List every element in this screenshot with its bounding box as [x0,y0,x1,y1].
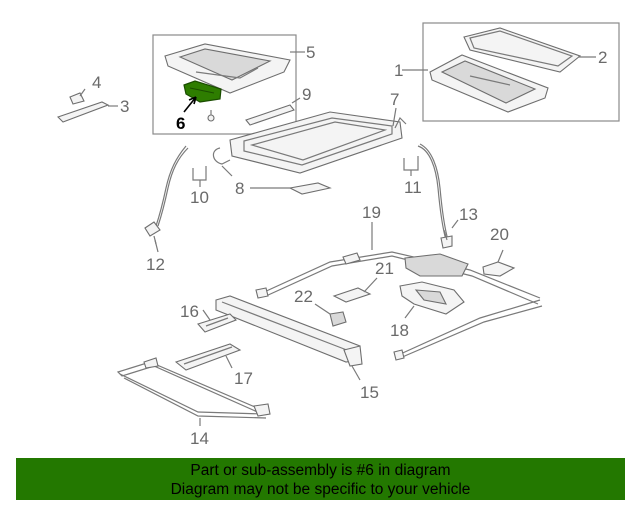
callout-3: 3 [120,97,129,116]
part-bracket-20[interactable] [482,261,516,277]
part-glass-seal[interactable] [463,27,582,73]
handle-leader-arrow [183,96,197,113]
callout-16: 16 [180,302,199,321]
inset-box-1 [422,22,620,122]
callout-10: 10 [190,188,209,207]
part-drain-connector[interactable] [288,182,332,195]
part-drain-left[interactable] [212,147,231,165]
banner-line-2: Diagram may not be specific to your vehi… [170,481,471,498]
part-handle-highlighted[interactable] [183,80,222,103]
callout-13: 13 [459,205,478,224]
part-drain-channel[interactable] [116,357,271,419]
parts-diagram: 1 2 3 4 5 6 7 8 9 10 11 12 13 14 15 16 1… [56,22,620,448]
callout-11: 11 [404,178,422,197]
part-drain-tube-right[interactable] [417,143,453,249]
callout-4: 4 [92,73,101,92]
callout-6: 6 [176,114,185,133]
part-rear-rail[interactable] [215,295,363,367]
callout-18: 18 [390,321,409,340]
callout-8: 8 [235,179,244,198]
inset-box-5 [152,34,297,135]
part-sunroof-frame[interactable] [229,111,407,174]
part-sunshade[interactable] [164,43,291,94]
part-motor[interactable] [399,281,465,315]
part-deflector[interactable] [56,92,110,123]
callout-9: 9 [302,85,311,104]
part-trim-strip[interactable] [245,104,295,126]
callout-14: 14 [190,429,209,448]
part-glass-assembly[interactable] [429,54,549,113]
callout-19: 19 [362,203,381,222]
part-gear-assembly[interactable] [404,253,469,277]
callout-17: 17 [234,369,253,388]
part-clip-22[interactable] [329,311,347,327]
callout-12: 12 [146,255,165,274]
part-guide-rail-17[interactable] [174,343,242,371]
callout-5: 5 [306,43,315,62]
part-drive-cables[interactable] [255,251,543,361]
handle-screw [207,114,215,122]
info-banner: Part or sub-assembly is #6 in diagram Di… [16,458,625,500]
part-guide-rail-16[interactable] [197,313,237,333]
callout-7: 7 [390,90,399,109]
part-bracket-21[interactable] [332,287,372,303]
callout-2: 2 [598,48,607,67]
callout-21: 21 [375,259,394,278]
banner-line-1: Part or sub-assembly is #6 in diagram [190,462,451,479]
callout-1: 1 [394,61,403,80]
callout-20: 20 [490,225,509,244]
part-drain-tube-left[interactable] [144,145,189,237]
callout-15: 15 [360,383,379,402]
callout-22: 22 [294,287,313,306]
